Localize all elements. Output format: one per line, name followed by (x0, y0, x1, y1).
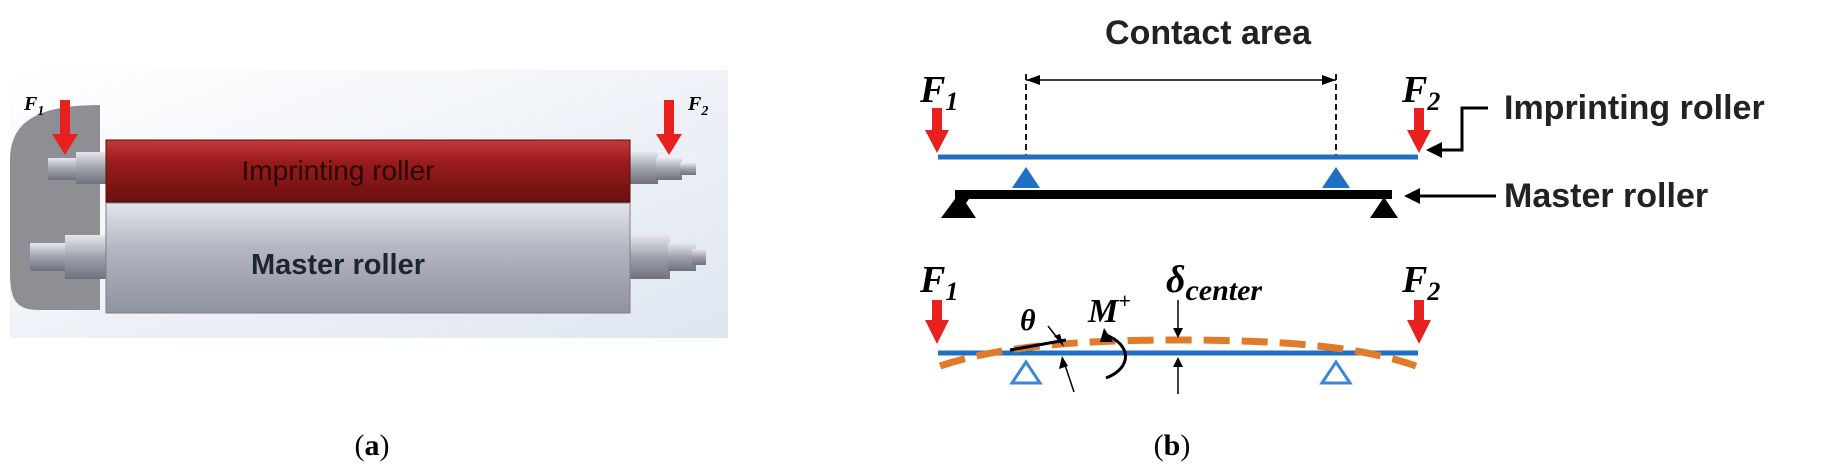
force-arrow-f1-b-bottom (925, 300, 949, 344)
master-roller-label: Master roller (251, 249, 425, 281)
contact-support-left (1012, 167, 1040, 188)
imprinting-leader-line (1438, 106, 1488, 152)
force-arrow-f1-b-top (925, 108, 949, 153)
deflection-curve (938, 336, 1418, 370)
force-f2-label-b-top: F2 (1401, 69, 1440, 116)
caption-a: (a) (355, 429, 390, 462)
force-arrow-f2-a (656, 100, 682, 155)
imprinting-roller-shafts (48, 152, 696, 184)
pin-support-right (1319, 359, 1353, 385)
master-leader-arrow (1404, 188, 1420, 204)
force-arrow-f2-b-bottom (1407, 300, 1431, 344)
force-f1-label-b-top: F1 (919, 69, 958, 116)
master-support-left (941, 197, 976, 218)
master-roller-label-b: Master roller (1504, 177, 1708, 215)
force-arrow-f1-a (52, 100, 78, 155)
master-support-right (1370, 197, 1398, 218)
theta-tangent-line (1009, 338, 1067, 352)
imprinting-roller-label: Imprinting roller (242, 155, 435, 186)
contact-area-title: Contact area (1105, 14, 1312, 52)
master-roller-shafts (30, 235, 706, 279)
panel-a: Imprinting roller Master roller F1 F2 (a… (10, 70, 728, 462)
moment-arc (1105, 333, 1127, 380)
imprinting-roller (105, 139, 631, 203)
theta-label: θ (1020, 304, 1036, 337)
theta-arrow-bottom (1063, 361, 1075, 393)
force-arrow-f2-b-top (1407, 108, 1431, 153)
theta-arrow-bottom-head (1059, 356, 1068, 369)
delta-center-label: δcenter (1166, 259, 1262, 307)
master-roller-beam (955, 190, 1392, 199)
imprinting-leader-arrow (1426, 142, 1442, 158)
moment-label: M+ (1087, 288, 1131, 330)
contact-support-right (1322, 167, 1350, 188)
moment-arc-head (1100, 328, 1113, 342)
panel-b: Contact area F1 F2 Imprinting roller (919, 14, 1765, 462)
imprinting-roller-label-b: Imprinting roller (1504, 89, 1765, 127)
dimension-arrow-left (1026, 75, 1040, 85)
dimension-arrow-right (1322, 75, 1336, 85)
force-f1-label-b-bottom: F1 (919, 259, 958, 306)
theta-arrow-top-head (1054, 334, 1064, 347)
delta-arrow-top-head (1173, 328, 1183, 338)
pin-support-left (1009, 359, 1043, 385)
master-roller (105, 202, 631, 314)
delta-arrow-bottom-head (1173, 357, 1183, 367)
force-f2-label-b-bottom: F2 (1401, 259, 1440, 306)
caption-b: (b) (1154, 429, 1191, 462)
force-f1-label-a: F1 (23, 93, 44, 119)
force-f2-label-a: F2 (687, 93, 708, 119)
